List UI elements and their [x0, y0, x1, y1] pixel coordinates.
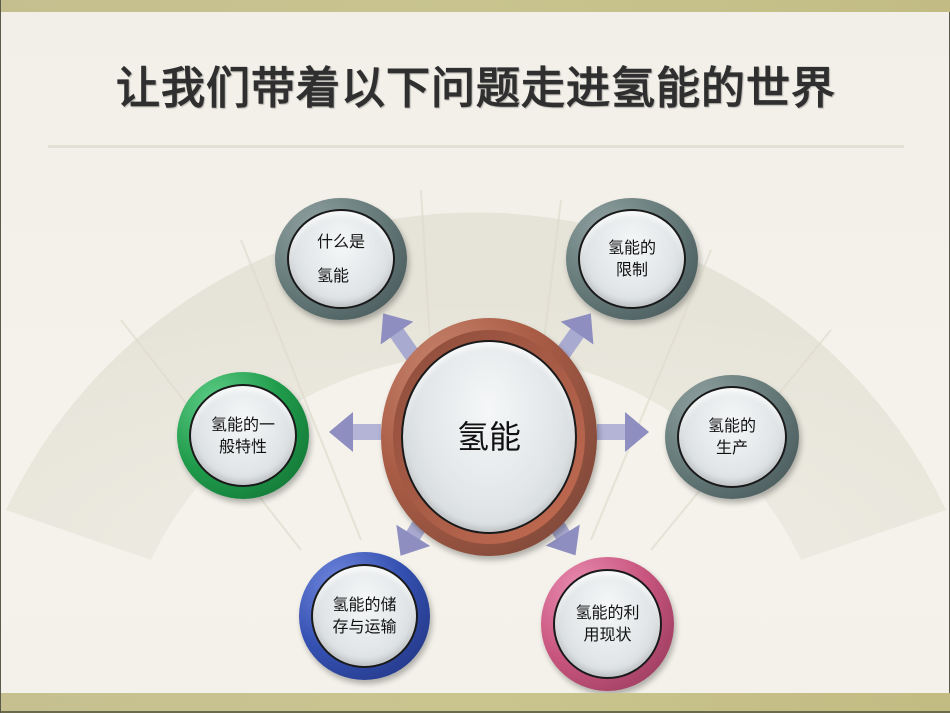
title-divider: [48, 145, 904, 148]
slide-title: 让我们带着以下问题走进氢能的世界: [116, 63, 836, 114]
top-band: [1, 0, 950, 12]
node-label: 什么是 氢能: [316, 232, 365, 285]
node-what-is-hydrogen[interactable]: 什么是 氢能: [275, 198, 407, 320]
node-utilization-status[interactable]: 氢能的利 用现状: [541, 557, 674, 691]
node-general-properties[interactable]: 氢能的一 般特性: [177, 372, 309, 499]
node-label: 氢能的 生产: [707, 416, 756, 457]
node-label: 氢能的一 般特性: [210, 414, 275, 456]
node-storage-transport[interactable]: 氢能的储 存与运输: [299, 552, 430, 680]
node-label: 氢能的 限制: [607, 238, 656, 279]
bottom-band: [1, 693, 950, 713]
center-node-label: 氢能: [456, 418, 521, 456]
center-node-hydrogen-energy[interactable]: 氢能: [381, 318, 597, 556]
node-hydrogen-limits[interactable]: 氢能的 限制: [566, 198, 698, 320]
node-hydrogen-production[interactable]: 氢能的 生产: [665, 375, 799, 499]
node-label: 氢能的利 用现状: [575, 603, 640, 644]
node-label: 氢能的储 存与运输: [332, 595, 397, 636]
